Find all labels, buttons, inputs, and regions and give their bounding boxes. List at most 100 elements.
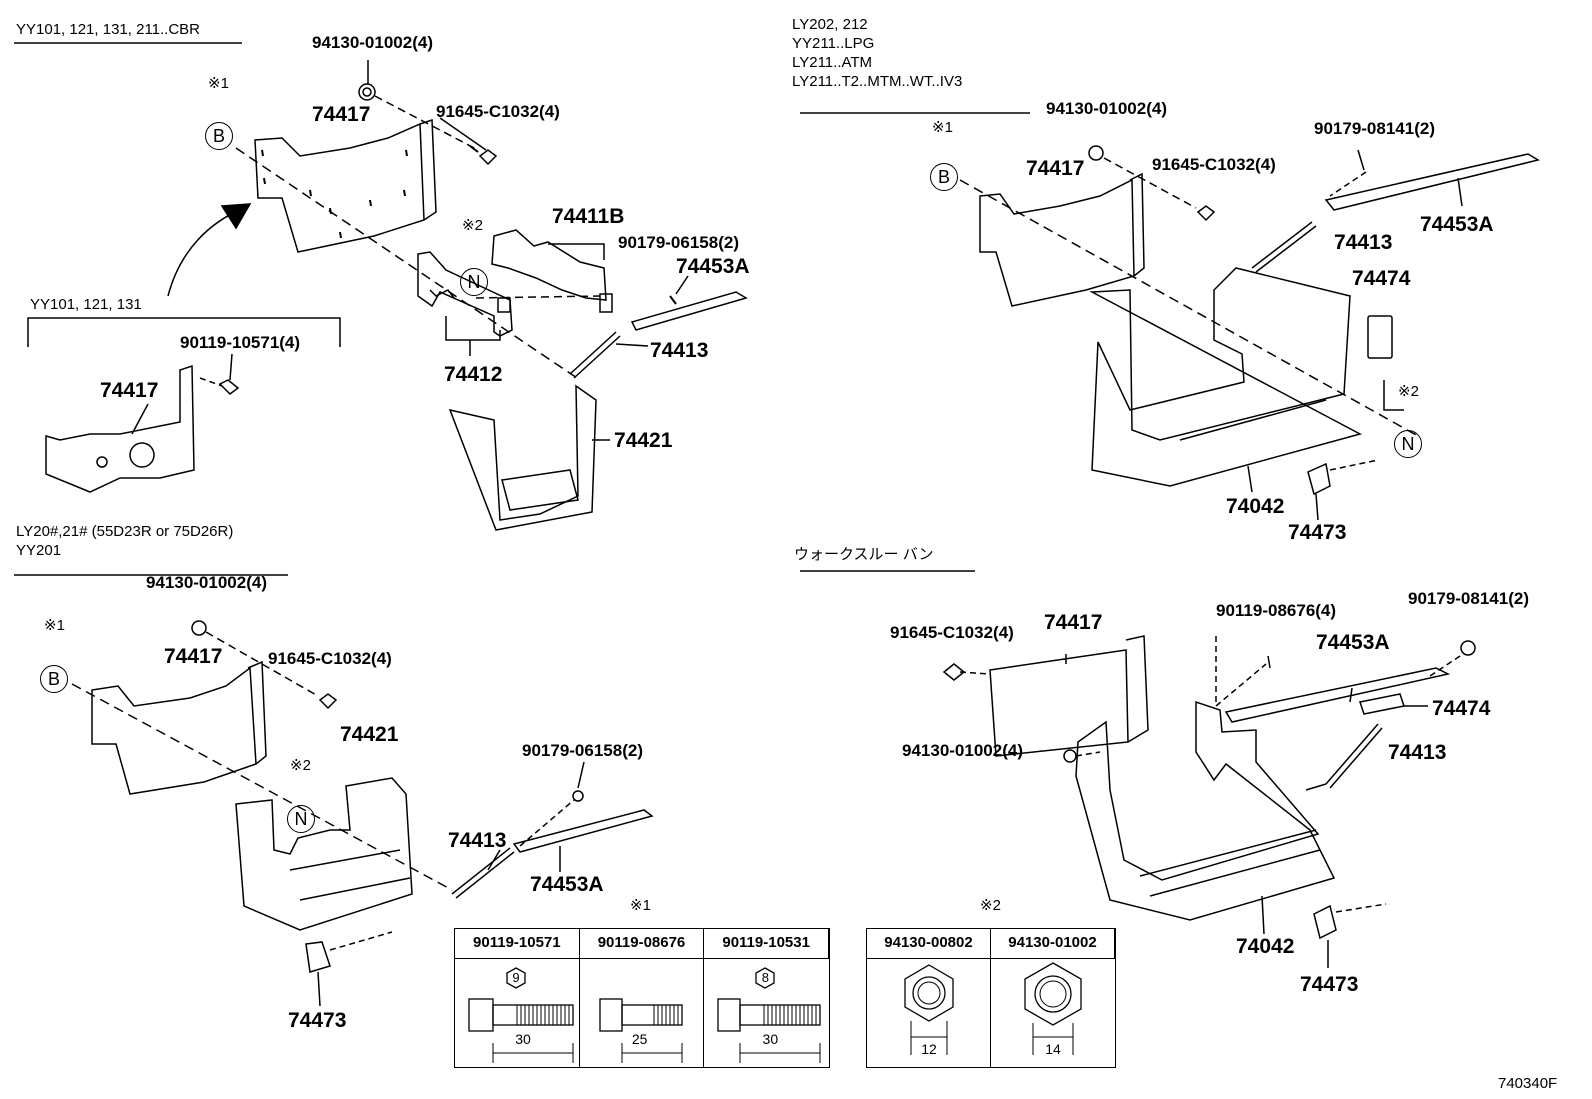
tl-rod-74413 [569, 331, 621, 379]
table1-mark: ※1 [630, 897, 651, 914]
tl-bracket-74417 [254, 118, 437, 253]
table2-cell-nut: 14 [991, 959, 1115, 1067]
label-part: 74417 [1026, 157, 1085, 180]
heading-line: LY211..T2..MTM..WT..IV3 [792, 73, 963, 90]
table2-header: 94130-01002 [991, 929, 1115, 959]
bolt-spec-table: 90119-10571 90119-08676 90119-10531 9 30… [454, 928, 830, 1068]
tl-strap-74453a [630, 291, 748, 331]
label-part: 94130-01002(4) [1046, 99, 1167, 118]
label-part: 74417 [164, 645, 223, 668]
label-part: 74453A [530, 873, 604, 896]
table2-mark: ※2 [980, 897, 1001, 914]
dimension-line [492, 1043, 574, 1063]
label-part: 74473 [1288, 521, 1347, 544]
hex-badge-value: 8 [761, 970, 769, 985]
table2-cell-nut: 12 [867, 959, 991, 1067]
bolt-icon [717, 998, 821, 1032]
circle-n: N [460, 268, 488, 296]
nut-icon [904, 964, 954, 1055]
label-part: 94130-01002(4) [146, 573, 267, 592]
label-part: 74474 [1432, 697, 1491, 720]
label-part: 74474 [1352, 267, 1411, 290]
dimension-value: 30 [762, 1031, 779, 1047]
br-bracket-74417 [989, 635, 1149, 757]
mark-1: ※1 [44, 617, 65, 634]
dimension-line [621, 1043, 683, 1063]
label-part: 94130-01002(4) [902, 741, 1023, 760]
heading-bottomleft: LY20#,21# (55D23R or 75D26R) YY201 [16, 522, 233, 560]
diagram-code: 740340F [1498, 1075, 1558, 1092]
hex-badge: 9 [505, 967, 527, 989]
label-part: 74421 [614, 429, 673, 452]
bl-strap-74453a [512, 809, 654, 853]
label-part: 74453A [1316, 631, 1390, 654]
label-part: 74421 [340, 723, 399, 746]
circle-b: B [40, 665, 68, 693]
heading-line: YY211..LPG [792, 35, 875, 52]
mark-2: ※2 [290, 757, 311, 774]
label-part: 74042 [1236, 935, 1295, 958]
heading-line: LY202, 212 [792, 16, 868, 33]
label-part: 74411B [552, 205, 625, 228]
label-part: 74417 [312, 103, 371, 126]
bl-rod-74413 [451, 847, 515, 899]
table1-cell-bolt: 8 30 [704, 959, 829, 1067]
heading-inset: YY101, 121, 131 [30, 296, 142, 313]
mark-1: ※1 [208, 75, 229, 92]
label-part: 91645-C1032(4) [268, 649, 392, 668]
label-part: 90179-08141(2) [1314, 119, 1435, 138]
mark-2: ※2 [1398, 383, 1419, 400]
tl-tray-74421 [448, 384, 597, 531]
label-part: 90179-06158(2) [522, 741, 643, 760]
mark-1: ※1 [932, 119, 953, 136]
label-part: 74417 [1044, 611, 1103, 634]
dimension-value: 30 [515, 1031, 531, 1047]
label-part: 74453A [1420, 213, 1494, 236]
dimension-line [739, 1043, 821, 1063]
label-part: 74413 [650, 339, 709, 362]
circle-n: N [287, 805, 315, 833]
bolt-icon [468, 998, 574, 1032]
table1-header: 90119-10531 [704, 929, 829, 959]
hex-badge-value: 9 [512, 970, 520, 985]
dimension-value: 12 [921, 1041, 937, 1057]
br-rod-74413 [1325, 723, 1383, 789]
hex-badge: 8 [754, 967, 776, 989]
label-part: 74453A [676, 255, 750, 278]
heading-line: LY20#,21# (55D23R or 75D26R) [16, 523, 234, 540]
bolt-icon [599, 998, 683, 1032]
label-part: 74412 [444, 363, 503, 386]
label-part: 90119-10571(4) [180, 333, 301, 352]
label-part: 74042 [1226, 495, 1285, 518]
label-part: 90179-06158(2) [618, 233, 739, 252]
heading-bottomright: ウォークスルー バン [794, 546, 934, 563]
br-tray-74042 [1075, 700, 1336, 921]
inset-bracket-74417 [45, 364, 195, 493]
tl-bracket-74411b [491, 229, 613, 313]
br-strap-74453a [1224, 667, 1451, 723]
heading-line: YY201 [16, 542, 62, 559]
label-part: 91645-C1032(4) [436, 102, 560, 121]
bl-tray-74421 [235, 777, 413, 931]
table1-cell-bolt: 9 30 [455, 959, 580, 1067]
circle-n: N [1394, 430, 1422, 458]
tr-tray-74042 [1089, 267, 1363, 487]
nut-spec-table: 94130-00802 94130-01002 12 14 [866, 928, 1116, 1068]
heading-topright: LY202, 212 YY211..LPG LY211..ATM LY211..… [792, 15, 962, 91]
table1-header: 90119-08676 [579, 929, 705, 959]
tr-strap-74453a [1324, 153, 1540, 211]
tr-rod-74413 [1251, 221, 1317, 273]
circle-b: B [205, 122, 233, 150]
label-part: 74413 [1388, 741, 1447, 764]
heading-line: LY211..ATM [792, 54, 873, 71]
nut-icon [1024, 962, 1082, 1055]
hex-badge-icon [755, 967, 775, 989]
label-part: 74473 [288, 1009, 347, 1032]
label-part: 94130-01002(4) [312, 33, 433, 52]
tr-bracket-74417 [979, 172, 1145, 307]
label-part: 74417 [100, 379, 159, 402]
tl-bracket-74412 [417, 251, 513, 337]
label-part: 74473 [1300, 973, 1359, 996]
label-part: 74413 [1334, 231, 1393, 254]
